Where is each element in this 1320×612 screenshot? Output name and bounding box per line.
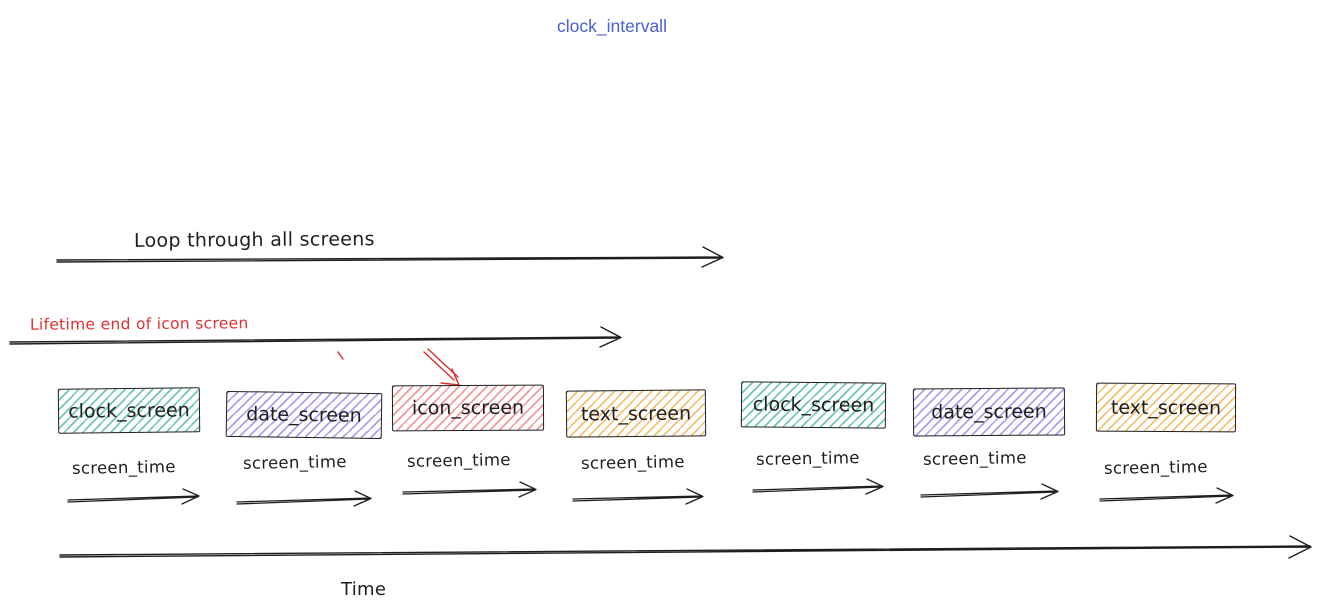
screen-time-label: screen_time <box>922 448 1027 469</box>
screen-box-label: clock_screen <box>752 393 875 417</box>
screen-box-label: text_screen <box>580 402 692 425</box>
lifetime-end-label: Lifetime end of icon screen <box>29 314 249 334</box>
screen-box-date-1: date_screen <box>225 390 383 440</box>
screen-box-icon: icon_screen <box>391 384 545 432</box>
loop-label: Loop through all screens <box>133 228 375 252</box>
page-title: clock_intervall <box>557 16 667 36</box>
screen-time-label: screen_time <box>71 457 176 478</box>
screen-box-text-2: text_screen <box>1095 382 1237 433</box>
screen-box-date-2: date_screen <box>912 387 1066 437</box>
screen-time-arrow <box>402 481 537 498</box>
screen-time-label: screen_time <box>580 452 685 473</box>
time-axis-label: Time <box>341 579 387 600</box>
screen-time-arrow <box>572 488 704 505</box>
icon-pointer-arrow <box>337 348 460 386</box>
screen-box-label: clock_screen <box>68 398 190 423</box>
screen-time-label: screen_time <box>242 452 347 473</box>
screen-time-label: screen_time <box>1103 457 1208 478</box>
screen-box-clock-1: clock_screen <box>57 387 201 434</box>
screen-box-clock-2: clock_screen <box>740 381 887 429</box>
screen-box-label: text_screen <box>1110 396 1222 419</box>
screen-time-label: screen_time <box>755 448 860 469</box>
screen-time-arrow <box>1099 487 1234 504</box>
screen-box-label: icon_screen <box>411 396 525 420</box>
screen-time-arrow <box>752 478 884 495</box>
screen-time-label: screen_time <box>406 450 511 471</box>
screen-time-arrow <box>236 490 372 507</box>
screen-box-label: date_screen <box>931 400 1047 424</box>
screen-box-label: date_screen <box>246 403 362 427</box>
time-axis-arrow <box>59 535 1312 559</box>
screen-box-text-1: text_screen <box>565 389 707 438</box>
screen-time-arrow <box>920 483 1059 500</box>
screen-time-arrow <box>67 488 200 505</box>
